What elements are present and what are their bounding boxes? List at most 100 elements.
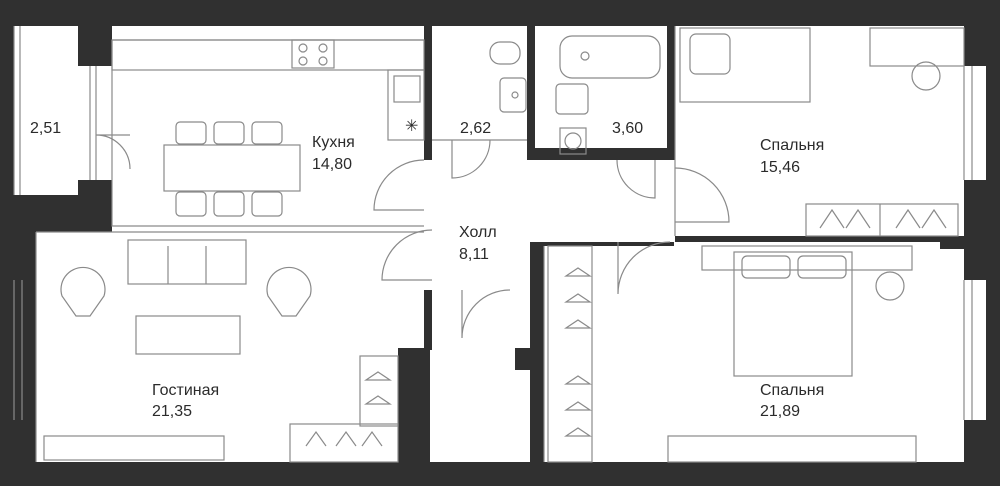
kitchen-name: Кухня — [312, 134, 355, 151]
balcony-area: 2,51 — [30, 120, 61, 137]
armchair-icon — [266, 266, 312, 317]
bedroom2-area: 21,89 — [760, 403, 800, 420]
wall-kitchen-left-top — [78, 26, 112, 66]
kitchen-furniture — [111, 39, 425, 217]
coffee-table-icon — [135, 315, 241, 355]
living-door — [381, 229, 433, 281]
wall-living-left — [0, 232, 36, 486]
chair-icon — [175, 121, 207, 145]
stove-icon — [291, 39, 335, 69]
wardrobe-icon — [805, 203, 959, 237]
chair-icon — [213, 121, 245, 145]
wall-bed-sep — [940, 241, 964, 249]
hanger-icon — [895, 208, 921, 229]
closet-door — [461, 289, 511, 339]
bedroom2-door — [617, 241, 671, 295]
hanger-icon — [819, 208, 845, 229]
bath1-area: 2,62 — [460, 120, 491, 137]
bedroom2-name: Спальня — [760, 382, 824, 399]
balcony-door — [95, 134, 131, 170]
bathtub-icon — [559, 35, 661, 79]
hanger-icon — [564, 401, 592, 411]
bathtub-drain — [580, 51, 590, 61]
armchair-icon — [60, 266, 106, 317]
living-name: Гостиная — [152, 382, 219, 399]
hanger-icons — [305, 208, 947, 447]
hanger-icon — [564, 267, 592, 277]
hanger-icon — [564, 293, 592, 303]
desk-chair-icon — [911, 61, 941, 91]
pillow-icon — [797, 255, 847, 279]
wall-living-notch — [398, 348, 430, 486]
washbasin-icon — [555, 83, 589, 115]
wall-bottom — [0, 462, 1000, 486]
hanger-icon — [564, 427, 592, 437]
wall-right-mid — [964, 180, 1000, 280]
living-furniture — [43, 239, 399, 463]
kitchen-door — [373, 159, 425, 211]
wall-center-notch — [515, 348, 544, 370]
wall-right-top — [964, 26, 1000, 66]
sink-icon — [393, 75, 421, 103]
hanger-icon — [845, 208, 871, 229]
room-labels: 2,51 Кухня 14,80 2,62 3,60 Спальня 15,46… — [30, 120, 824, 420]
bed-icon — [679, 27, 811, 103]
hanger-icon — [564, 375, 592, 385]
washbasin-icon — [499, 77, 527, 113]
wall-bath2-bottom — [527, 148, 667, 160]
wall-bath2-right — [667, 26, 675, 160]
bath2-area: 3,60 — [612, 120, 643, 137]
living-area: 21,35 — [152, 403, 192, 420]
wall-right-bottom — [964, 420, 1000, 486]
hanger-icon — [335, 430, 357, 447]
bed-icon — [733, 251, 853, 377]
wall-bath-sep — [527, 26, 535, 160]
wall-top — [0, 0, 1000, 26]
chair-icon — [251, 191, 283, 217]
kitchen-area: 14,80 — [312, 156, 352, 173]
chair-icon — [175, 191, 207, 217]
bedroom1-door — [674, 167, 730, 223]
chair-icon — [875, 271, 905, 301]
bedroom1-furniture — [679, 27, 965, 237]
chair-icon — [213, 191, 245, 217]
hanger-icon — [564, 319, 592, 329]
wall-hall-left — [424, 290, 432, 350]
kitchen-counter-side — [387, 69, 425, 141]
burner — [298, 56, 308, 66]
wardrobe-icon — [547, 245, 593, 463]
hanger-icon — [361, 430, 383, 447]
hanger-icon — [305, 430, 327, 447]
wall-balcony-bottom — [0, 195, 112, 232]
bathroom-fixtures — [489, 35, 661, 155]
burner — [318, 43, 328, 53]
hanger-icon — [921, 208, 947, 229]
toilet-icon — [489, 41, 521, 65]
washing-machine-drum — [564, 132, 582, 150]
washing-machine-icon — [559, 127, 587, 155]
bath1-door — [451, 139, 491, 179]
sofa-icon — [127, 239, 247, 285]
headboard-icon — [701, 245, 913, 271]
wall-kitchen-right — [424, 26, 432, 160]
bedroom1-area: 15,46 — [760, 159, 800, 176]
pillow-icon — [741, 255, 791, 279]
hall-area: 8,11 — [459, 246, 489, 263]
wall-bedroom1-bottom — [675, 236, 964, 242]
wardrobe-icon — [289, 423, 399, 463]
wall-bedroom2-top — [544, 242, 674, 246]
pillow-icon — [689, 33, 731, 75]
doors — [95, 134, 730, 339]
dining-table — [163, 144, 301, 192]
hanger-icon — [364, 371, 392, 381]
closet-icon — [359, 355, 399, 427]
kitchen-mark: ✳ — [405, 118, 418, 135]
chair-icon — [251, 121, 283, 145]
tv-unit-icon — [43, 435, 225, 461]
burner — [298, 43, 308, 53]
kitchen-counter — [111, 39, 425, 71]
bedroom2-furniture — [547, 245, 917, 463]
hanger-icon — [364, 395, 392, 405]
